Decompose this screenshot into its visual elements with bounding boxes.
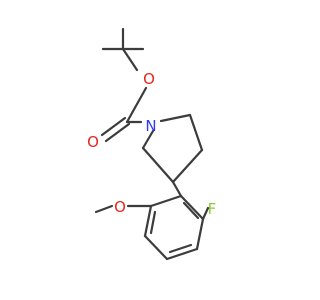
bond-ring-to-aryl (171, 180, 183, 198)
bond-carbonyl-double-b (100, 116, 127, 137)
bond-ring-n-c5 (159, 113, 192, 123)
fluorine-label: F (208, 200, 217, 218)
bond-aryl-inner-c (149, 210, 157, 235)
bond-methoxy-o-to-methyl (94, 204, 114, 214)
oxygen-ester-label: O (143, 70, 155, 88)
molecule-structure: O O N O F (87, 27, 217, 261)
bond-tbu-to-oxygen (121, 47, 139, 72)
bond-aryl-c2-c3 (195, 217, 205, 251)
oxygen-carbonyl-label: O (87, 133, 99, 151)
bond-ring-c4-c5 (188, 113, 204, 152)
bond-aryl-c3-c4 (165, 247, 199, 261)
bond-ring-c2-c3 (141, 146, 175, 184)
bond-aryl-to-fluorine (201, 206, 210, 221)
bond-ring-n-c2 (141, 129, 155, 150)
bond-aryl-c1-c2 (179, 194, 205, 221)
bond-aryl-inner-b (168, 243, 193, 254)
nitrogen-ring-label: N (145, 117, 156, 135)
bond-ring-c3-c4 (171, 148, 204, 184)
oxygen-methoxy-label: O (114, 198, 126, 216)
bond-aryl-c4-c5 (143, 234, 169, 261)
bond-carbonyl-double-a (104, 122, 131, 143)
bond-aryl-inner-a (182, 201, 200, 220)
bond-aryl-c5-c6 (143, 204, 153, 238)
bond-oxygen-to-carbonyl-c (125, 86, 148, 124)
bond-aryl-c6-c1 (149, 194, 183, 208)
